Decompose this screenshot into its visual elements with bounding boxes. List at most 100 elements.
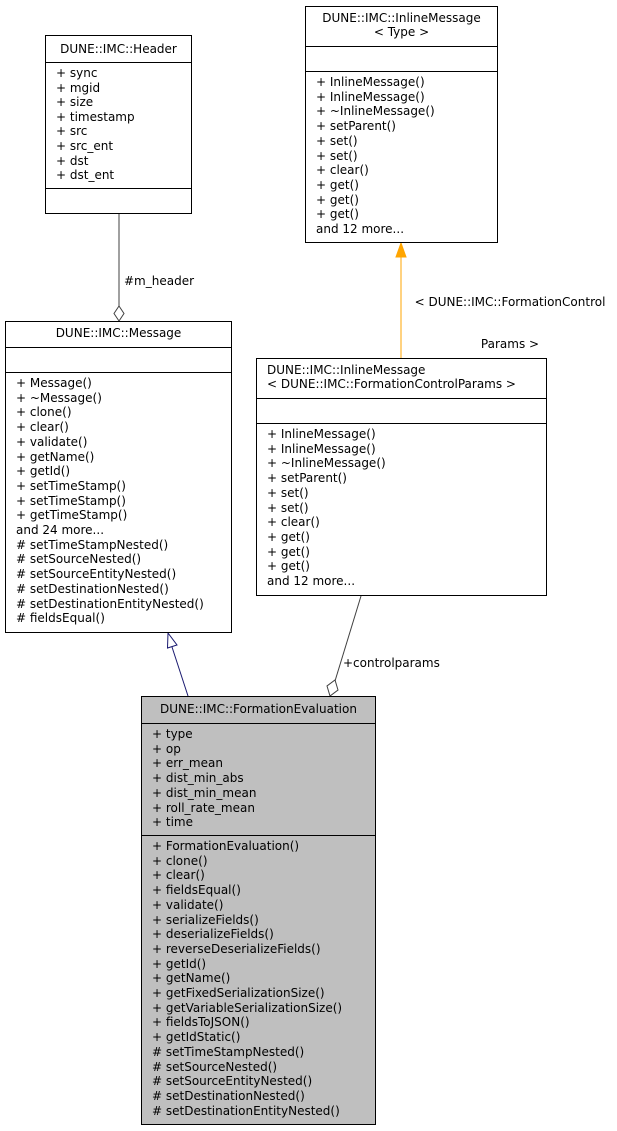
method: + fieldsEqual() (152, 883, 241, 898)
class-title-line2: < DUNE::IMC::FormationControlParams > (267, 377, 516, 391)
attribute: + op (152, 741, 181, 756)
method: # fieldsEqual() (16, 611, 105, 626)
method: # setTimeStampNested() (152, 1044, 305, 1059)
attribute: + dist_min_abs (152, 771, 244, 786)
attributes-section: + type + op + err_mean + dist_min_abs + … (142, 724, 375, 836)
method: + get() (267, 529, 310, 544)
attribute: + time (152, 815, 193, 830)
methods-section: + InlineMessage() + InlineMessage() + ~I… (257, 424, 546, 591)
method: # setSourceEntityNested() (16, 567, 177, 582)
attribute: + mgid (56, 80, 101, 95)
method: + ~Message() (16, 390, 102, 405)
class-inline-message-type[interactable]: DUNE::IMC::InlineMessage < Type > + Inli… (305, 6, 498, 243)
attribute: + sync (56, 66, 98, 80)
attribute: + dst (56, 153, 89, 168)
methods-section: + InlineMessage() + InlineMessage() + ~I… (306, 72, 497, 239)
class-formation-evaluation[interactable]: DUNE::IMC::FormationEvaluation + type + … (141, 696, 376, 1125)
inheritance-edge (171, 646, 189, 697)
attributes-section: + sync + mgid + size + timestamp + src +… (46, 63, 191, 189)
method: + getName() (152, 971, 231, 986)
attribute: + dist_min_mean (152, 785, 257, 800)
class-message[interactable]: DUNE::IMC::Message + Message() + ~Messag… (5, 321, 232, 633)
class-title: DUNE::IMC::InlineMessage < Type > (306, 7, 497, 47)
method: + getTimeStamp() (16, 508, 128, 523)
m-header-label: #m_header (124, 274, 195, 288)
composition-diamond-icon (113, 305, 125, 322)
method: + get() (267, 544, 310, 559)
attribute: + err_mean (152, 756, 223, 771)
method: + set() (267, 500, 309, 515)
method: + Message() (16, 376, 92, 390)
method: + clone() (16, 405, 72, 420)
method: + getIdStatic() (152, 1030, 241, 1045)
method: + getId() (152, 956, 207, 971)
method: + FormationEvaluation() (152, 839, 300, 853)
method: + ~InlineMessage() (316, 104, 435, 119)
class-title: DUNE::IMC::FormationEvaluation (142, 697, 375, 724)
method: # setDestinationEntityNested() (16, 596, 204, 611)
class-header[interactable]: DUNE::IMC::Header + sync + mgid + size +… (45, 35, 192, 214)
method: + setTimeStamp() (16, 478, 126, 493)
attribute: + timestamp (56, 109, 135, 124)
attribute: + type (152, 727, 193, 741)
method: + get() (267, 559, 310, 574)
method: + clone() (152, 853, 208, 868)
method: # setSourceNested() (16, 552, 142, 567)
method: + InlineMessage() (316, 89, 425, 104)
method: + getName() (16, 449, 95, 464)
method: + validate() (16, 434, 88, 449)
method: + set() (316, 148, 358, 163)
controlparams-label: +controlparams (343, 656, 440, 670)
method: + clear() (267, 515, 320, 530)
method: # setDestinationNested() (152, 1088, 305, 1103)
method: + clear() (16, 420, 69, 435)
template-label-line2: Params > (480, 337, 540, 351)
method: + fieldsToJSON() (152, 1015, 250, 1030)
template-label-line1: < DUNE::IMC::FormationControl (414, 295, 606, 309)
method: # setDestinationEntityNested() (152, 1103, 340, 1118)
class-title: DUNE::IMC::Header (46, 36, 191, 63)
composition-diamond-icon (326, 679, 339, 697)
method: + InlineMessage() (267, 441, 376, 456)
template-arrow-icon (395, 241, 407, 258)
controlparams-edge (334, 595, 362, 682)
class-title: DUNE::IMC::Message (6, 322, 231, 348)
method: # setSourceNested() (152, 1059, 278, 1074)
method: # setDestinationNested() (16, 581, 169, 596)
method: + ~InlineMessage() (267, 456, 386, 471)
method: + setTimeStamp() (16, 493, 126, 508)
method: + InlineMessage() (316, 75, 425, 89)
method: + InlineMessage() (267, 427, 376, 441)
method: + clear() (316, 163, 369, 178)
class-title-line1: DUNE::IMC::InlineMessage (267, 363, 426, 377)
method: + setParent() (316, 119, 396, 134)
method: + deserializeFields() (152, 927, 274, 942)
attributes-section (6, 348, 231, 373)
more-methods: and 12 more... (316, 222, 405, 237)
template-label: < DUNE::IMC::FormationControl Params > (405, 267, 615, 365)
method: + getId() (16, 464, 71, 479)
methods-section: + Message() + ~Message() + clone() + cle… (6, 373, 231, 628)
attributes-section (257, 399, 546, 424)
method: + reverseDeserializeFields() (152, 941, 321, 956)
method: # setSourceEntityNested() (152, 1074, 313, 1089)
inheritance-arrow-icon (166, 631, 178, 649)
method: + serializeFields() (152, 912, 259, 927)
method: + get() (316, 207, 359, 222)
class-title-line2: < Type > (373, 25, 430, 39)
attribute: + size (56, 95, 94, 110)
methods-section: + FormationEvaluation() + clone() + clea… (142, 836, 375, 1120)
class-inline-message-fcp[interactable]: DUNE::IMC::InlineMessage < DUNE::IMC::Fo… (256, 358, 547, 596)
method: # setTimeStampNested() (16, 537, 169, 552)
method: + getVariableSerializationSize() (152, 1000, 343, 1015)
more-methods: and 24 more... (16, 523, 105, 538)
method: + set() (267, 485, 309, 500)
method: + get() (316, 177, 359, 192)
method: + clear() (152, 868, 205, 883)
attribute: + src_ent (56, 138, 114, 153)
more-methods: and 12 more... (267, 574, 356, 589)
class-title-line1: DUNE::IMC::InlineMessage (322, 11, 481, 25)
attributes-section (306, 47, 497, 72)
attribute: + dst_ent (56, 168, 115, 183)
